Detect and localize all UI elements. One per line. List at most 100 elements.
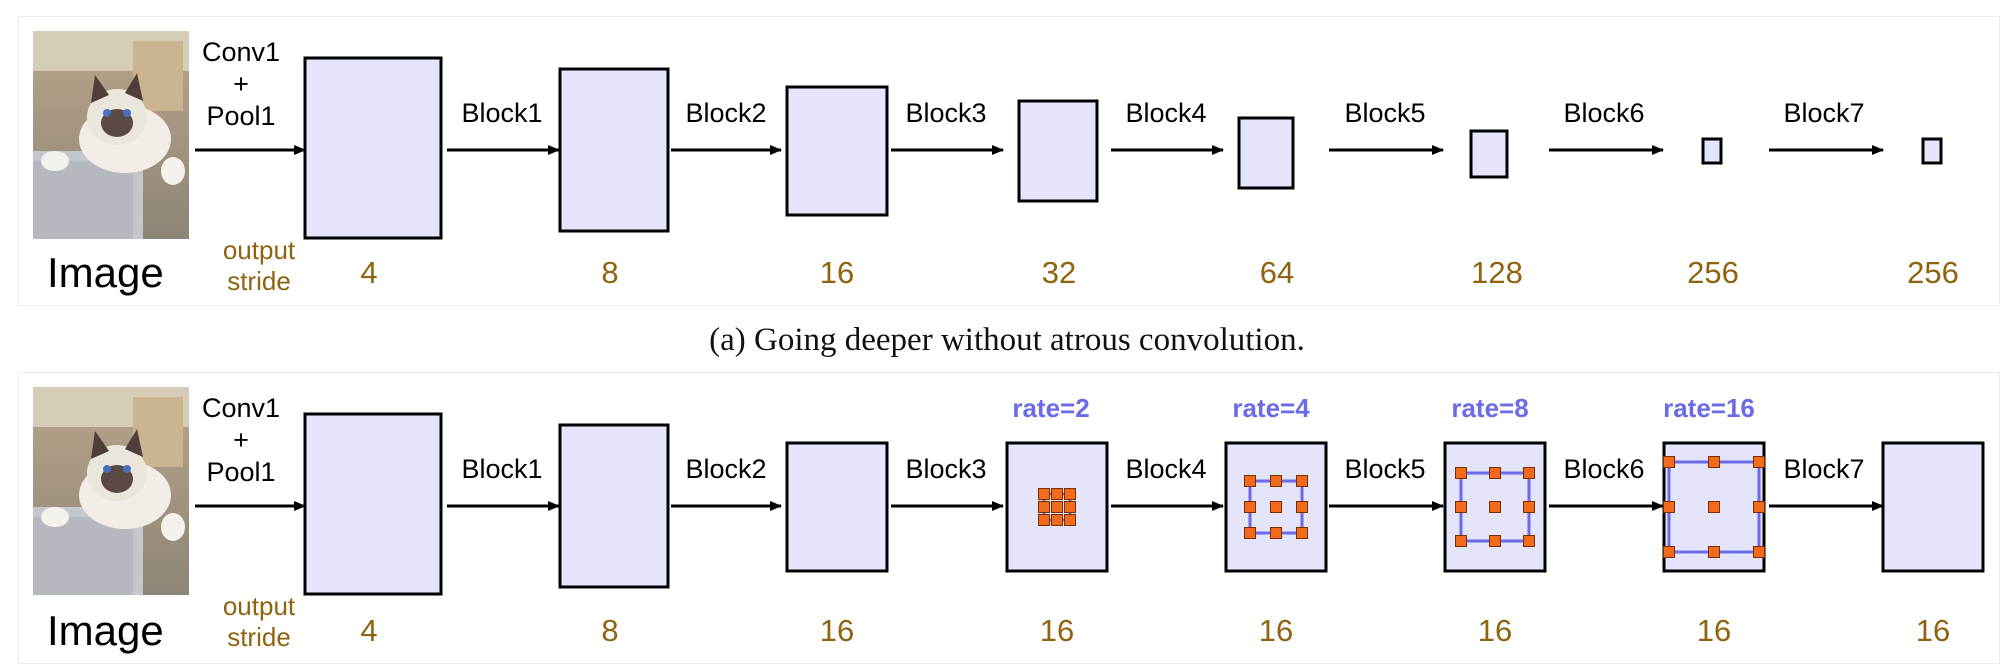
stride-value: 64 [1260, 255, 1294, 290]
feature-map-stride-8 [558, 67, 670, 233]
feature-map-stride-8 [558, 423, 670, 589]
kernel-tap [1663, 456, 1675, 468]
stride-value: 16 [1697, 613, 1731, 648]
cat-photo-icon [33, 387, 189, 595]
stride-value: 16 [820, 613, 854, 648]
conv1-label: Conv1 [202, 393, 280, 423]
block2-label: Block2 [685, 454, 766, 484]
block4-label: Block4 [1125, 98, 1206, 128]
kernel-tap [1489, 467, 1501, 479]
kernel-tap [1708, 501, 1720, 513]
kernel-tap [1038, 501, 1050, 513]
feature-map-stride-64 [1237, 116, 1295, 190]
stride-value: 16 [1916, 613, 1950, 648]
kernel-tap [1051, 514, 1063, 526]
kernel-tap [1244, 475, 1256, 487]
kernel-tap [1038, 514, 1050, 526]
block3-label: Block3 [905, 454, 986, 484]
diagram-a: Image Conv1 + Pool1 output stride Block1… [33, 31, 1959, 296]
kernel-tap [1489, 535, 1501, 547]
stride-value: 16 [1259, 613, 1293, 648]
output-stride-label: output [223, 591, 296, 621]
kernel-tap [1064, 488, 1076, 500]
cat-photo-icon [33, 31, 189, 239]
rate-label: rate=8 [1451, 393, 1528, 423]
feature-map-stride-128 [1469, 129, 1509, 179]
kernel-tap [1270, 501, 1282, 513]
kernel-tap [1064, 501, 1076, 513]
plus-label: + [233, 425, 249, 455]
image-label: Image [47, 249, 164, 296]
block5-label: Block5 [1344, 454, 1425, 484]
stride-value: 128 [1471, 255, 1523, 290]
kernel-tap [1455, 501, 1467, 513]
stride-value: 8 [601, 613, 618, 648]
kernel-tap [1296, 501, 1308, 513]
block2-label: Block2 [685, 98, 766, 128]
block1-label: Block1 [461, 454, 542, 484]
kernel-tap [1244, 527, 1256, 539]
stride-value: 16 [820, 255, 854, 290]
stride-value: 16 [1478, 613, 1512, 648]
stride-value: 16 [1040, 613, 1074, 648]
stride-value: 8 [601, 255, 618, 290]
feature-map-stride-256 [1701, 137, 1723, 165]
feature-map-stride-32 [1017, 99, 1099, 203]
kernel-tap [1753, 546, 1765, 558]
diagram-b: Image Conv1 + Pool1 output stride Block1… [33, 387, 1985, 654]
atrous-kernels [1038, 456, 1765, 558]
kernel-tap [1708, 546, 1720, 558]
block5-label: Block5 [1344, 98, 1425, 128]
kernel-tap [1296, 475, 1308, 487]
output-stride-label: output [223, 235, 296, 265]
stride-value: 256 [1687, 255, 1739, 290]
output-stride-label-2: stride [227, 266, 291, 296]
kernel-tap [1051, 488, 1063, 500]
kernel-tap [1455, 535, 1467, 547]
kernel-tap [1064, 514, 1076, 526]
kernel-tap [1051, 501, 1063, 513]
block4-label: Block4 [1125, 454, 1206, 484]
output-stride-label-2: stride [227, 622, 291, 652]
stride-value: 4 [360, 613, 377, 648]
rate-label: rate=4 [1232, 393, 1310, 423]
feature-map-stride-256-b [1921, 137, 1943, 165]
pool1-label: Pool1 [206, 101, 275, 131]
kernel-tap [1296, 527, 1308, 539]
kernel-tap [1270, 475, 1282, 487]
plus-label: + [233, 69, 249, 99]
kernel-tap [1753, 501, 1765, 513]
kernel-tap [1270, 527, 1282, 539]
panel-without-atrous: Image Conv1 + Pool1 output stride Block1… [18, 16, 2000, 306]
kernel-tap [1489, 501, 1501, 513]
kernel-tap [1523, 535, 1535, 547]
kernel-tap [1455, 467, 1467, 479]
kernel-tap [1523, 501, 1535, 513]
stride-value: 32 [1042, 255, 1076, 290]
rate-label: rate=16 [1663, 393, 1755, 423]
kernel-tap [1753, 456, 1765, 468]
block7-label: Block7 [1783, 454, 1864, 484]
block7-label: Block7 [1783, 98, 1864, 128]
feature-map-stride-4 [303, 412, 443, 596]
panel-with-atrous: Image Conv1 + Pool1 output stride Block1… [18, 372, 2000, 664]
image-label: Image [47, 607, 164, 654]
feature-map-stride-4 [303, 56, 443, 240]
stride-value: 4 [360, 255, 377, 290]
caption-a: (a) Going deeper without atrous convolut… [709, 322, 1305, 358]
pool1-label: Pool1 [206, 457, 275, 487]
kernel-tap [1244, 501, 1256, 513]
block6-label: Block6 [1563, 98, 1644, 128]
feature-map-final [1881, 441, 1985, 573]
block1-label: Block1 [461, 98, 542, 128]
kernel-tap [1663, 501, 1675, 513]
kernel-tap [1708, 456, 1720, 468]
block3-label: Block3 [905, 98, 986, 128]
rate-label: rate=2 [1012, 393, 1089, 423]
kernel-tap [1523, 467, 1535, 479]
conv1-label: Conv1 [202, 37, 280, 67]
kernel-tap [1663, 546, 1675, 558]
kernel-tap [1038, 488, 1050, 500]
feature-map-stride-16 [785, 85, 889, 217]
block6-label: Block6 [1563, 454, 1644, 484]
